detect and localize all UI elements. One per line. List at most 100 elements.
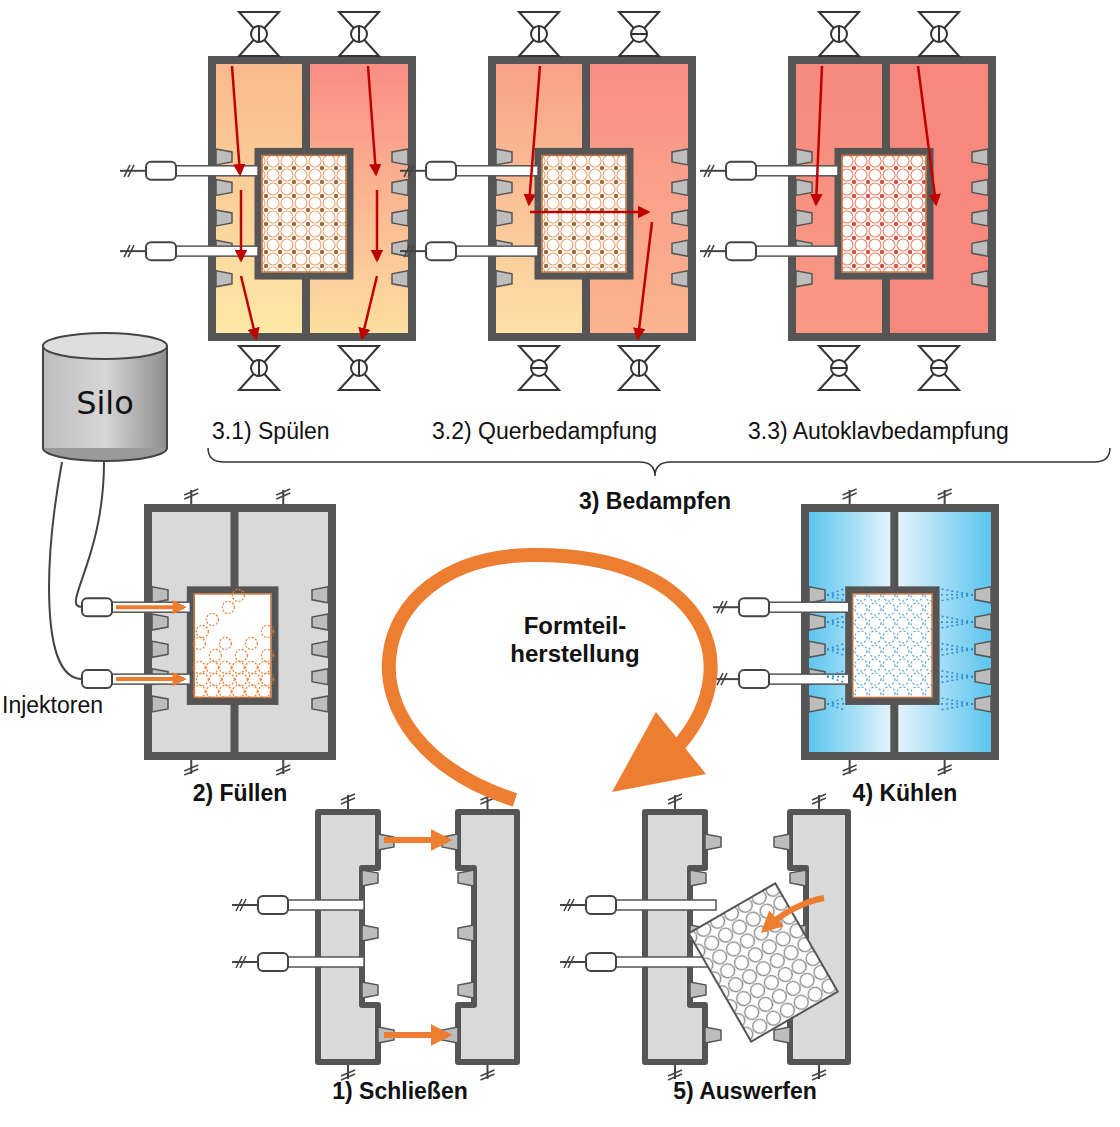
cavity-wall (262, 155, 346, 272)
injector-box (726, 162, 756, 180)
mold-housing (492, 60, 692, 337)
steam-nozzle (496, 210, 512, 226)
valve-disc (531, 360, 547, 376)
water-spray (827, 649, 845, 651)
injector-tube (284, 900, 364, 910)
bead (219, 637, 231, 649)
steam-nozzle (975, 641, 991, 657)
valve-disc (831, 360, 847, 376)
steam-nozzle (152, 614, 168, 630)
water-spray (827, 649, 845, 655)
bead (235, 673, 247, 685)
injector-box (82, 670, 112, 688)
valve-open (938, 26, 940, 42)
mold-housing (148, 508, 332, 756)
step-label: 4) Kühlen (745, 780, 1065, 806)
mold-housing (792, 60, 992, 337)
water-spray (940, 676, 973, 678)
motion-arrow (116, 677, 184, 681)
injector-tube (752, 166, 838, 176)
mount-break (481, 1070, 495, 1076)
steam-nozzle (796, 210, 812, 226)
steam-nozzle (312, 587, 328, 603)
injector-tube (452, 166, 538, 176)
valve-open (838, 26, 840, 42)
valve-open (358, 360, 360, 376)
line-break (408, 165, 414, 177)
mold-divider (582, 276, 590, 337)
steam-nozzle (975, 696, 991, 712)
injector-box (586, 896, 616, 914)
valve-disc (351, 360, 367, 376)
step-label: 2) Füllen (80, 780, 400, 806)
step-label: Injektoren (2, 692, 103, 718)
injector-tube (765, 674, 849, 684)
step-label: 3.2) Querbedampfung (432, 418, 657, 444)
steam-nozzle (152, 641, 168, 657)
injector-box (258, 953, 288, 971)
mold-divider (582, 60, 590, 151)
water-spray (827, 676, 845, 678)
steam-nozzle (458, 925, 474, 941)
steam-nozzle (216, 149, 232, 165)
group-brace (208, 448, 1110, 476)
injector-tube (452, 246, 538, 256)
water-spray (940, 649, 973, 651)
mold-half (458, 812, 517, 1062)
steam-nozzle (362, 925, 378, 941)
water-spray (940, 671, 973, 677)
mount-break (668, 1070, 682, 1076)
mold-cavity (538, 151, 630, 276)
step-label: 3.1) Spülen (212, 418, 330, 444)
bead (222, 601, 234, 613)
steam-nozzle (975, 587, 991, 603)
water-spray (940, 698, 973, 704)
line-break (708, 245, 714, 257)
mold-half (318, 812, 378, 1062)
water-spray (827, 621, 845, 623)
valve-open (358, 26, 360, 42)
feed-hose (49, 462, 82, 679)
line-break (568, 956, 574, 968)
line-break (128, 245, 134, 257)
injector-line (232, 961, 258, 963)
valve-closed (631, 33, 647, 35)
motion-arrow (384, 1032, 448, 1038)
steam-nozzle (975, 614, 991, 630)
steam-flow-arrow (530, 211, 648, 214)
bead (232, 661, 244, 673)
valve-disc (631, 26, 647, 42)
steam-flow-arrow (638, 222, 652, 338)
steam-nozzle (458, 870, 474, 886)
steam-nozzle (796, 149, 812, 165)
water-spray (827, 643, 845, 649)
line-break (240, 956, 246, 968)
steam-flow-arrow (368, 66, 376, 174)
steam-nozzle (972, 179, 988, 195)
valve-disc (351, 26, 367, 42)
steam-nozzle (392, 149, 408, 165)
mount-break (276, 765, 290, 771)
bead (206, 685, 218, 697)
injector-box (146, 242, 176, 260)
water-spray (827, 594, 845, 596)
steam-nozzle (809, 641, 825, 657)
steam-nozzle (796, 179, 812, 195)
steam-nozzle (809, 696, 825, 712)
mold-cavity (190, 590, 275, 702)
injector-tube (765, 602, 849, 612)
bead (245, 685, 257, 697)
steam-flow-arrow (376, 190, 379, 260)
injector-tube (284, 957, 364, 967)
mold-divider (230, 701, 238, 756)
bead (245, 661, 257, 673)
mount-break (812, 798, 826, 804)
mount-break (276, 493, 290, 499)
steam-nozzle (972, 271, 988, 287)
water-spray (827, 589, 845, 595)
mount-break (938, 493, 952, 499)
injector-box (726, 242, 756, 260)
steam-nozzle (796, 271, 812, 287)
mold-divider (230, 508, 238, 590)
